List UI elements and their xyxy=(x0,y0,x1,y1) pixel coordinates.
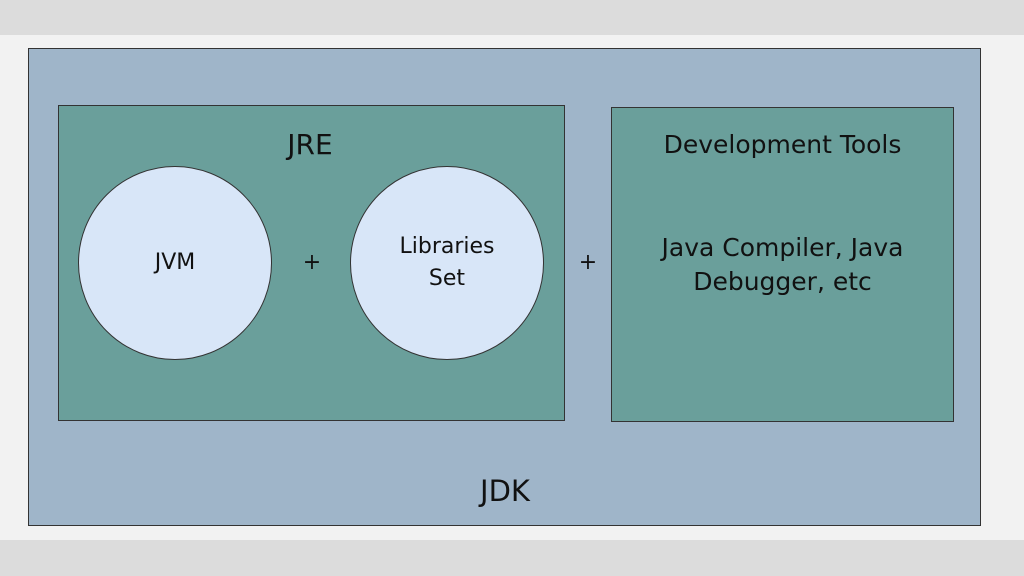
dev-desc-line1: Java Compiler, Java xyxy=(661,233,904,262)
plus-sign: + xyxy=(578,250,598,275)
development-tools-box xyxy=(611,107,954,422)
jvm-circle: JVM xyxy=(78,166,272,360)
libraries-label-line1: Libraries xyxy=(399,234,495,259)
jre-label: JRE xyxy=(287,128,333,161)
libraries-label-line2: Set xyxy=(428,266,466,291)
dev-desc-line2: Debugger, etc xyxy=(693,267,872,296)
jdk-label: JDK xyxy=(480,474,530,508)
plus-sign: + xyxy=(302,250,322,275)
development-tools-title: Development Tools xyxy=(663,130,902,159)
jvm-label: JVM xyxy=(154,250,196,275)
